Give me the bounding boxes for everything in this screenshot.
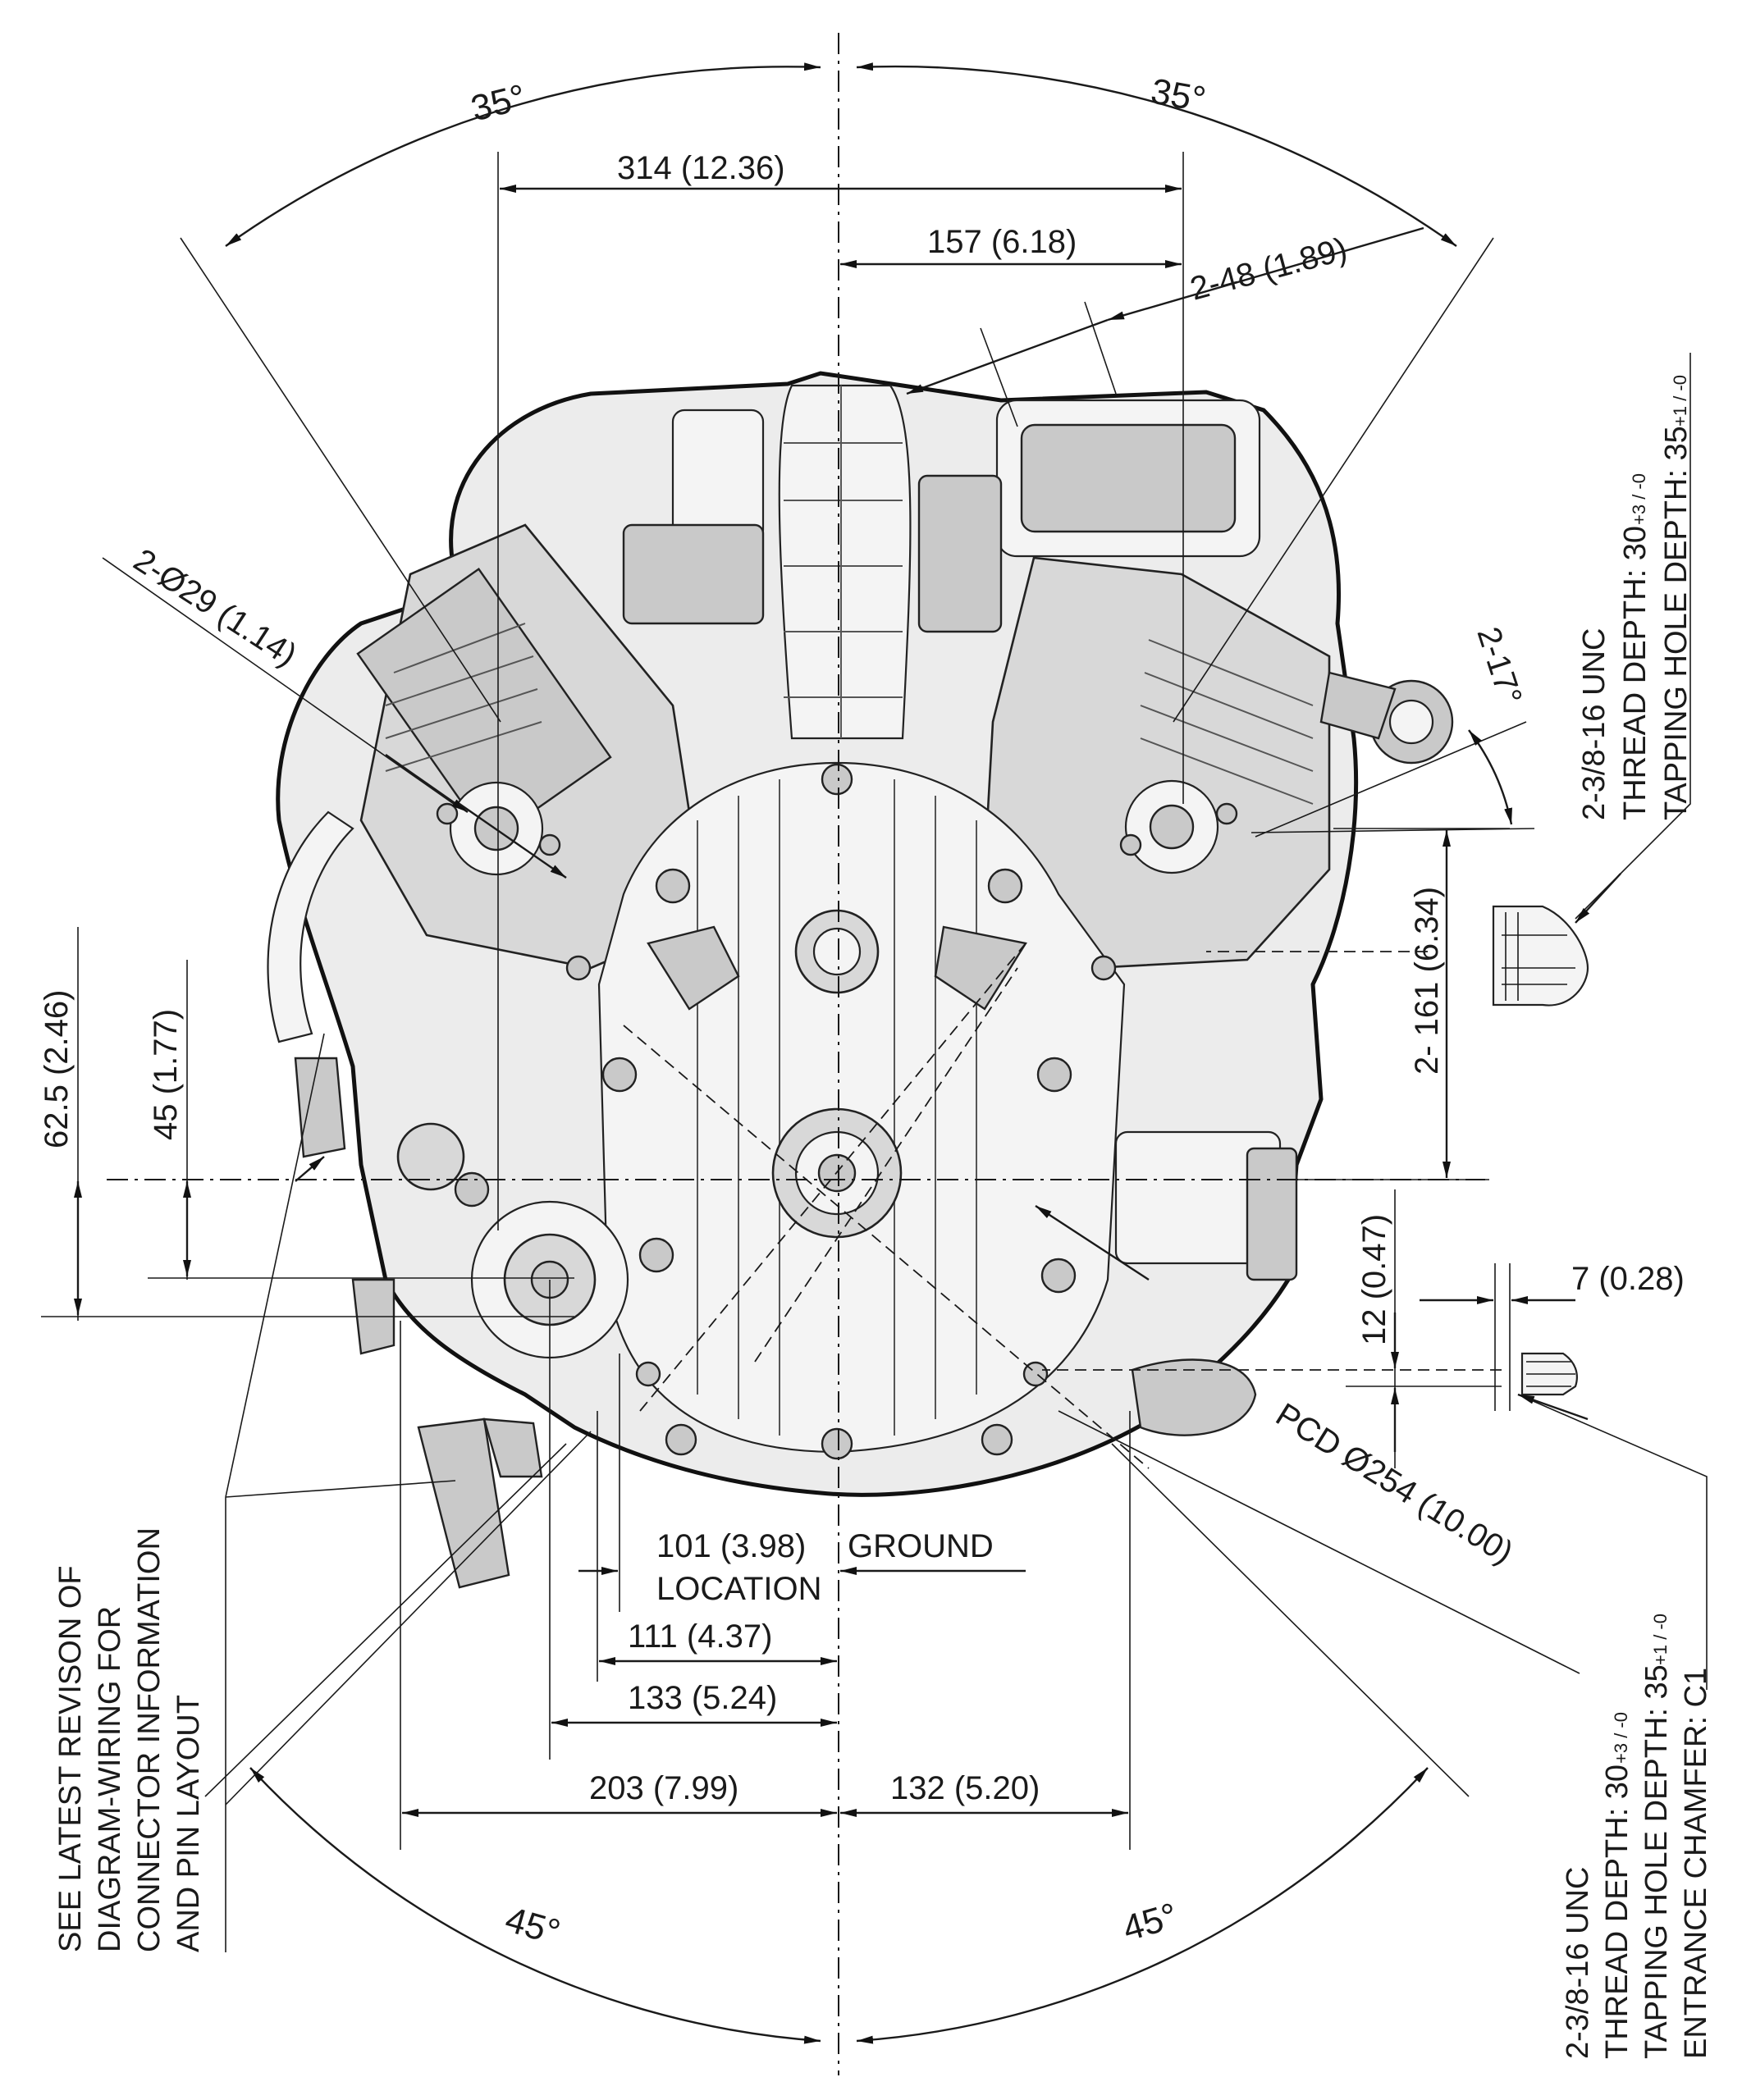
dim-2-17-label: 2-17°: [1470, 623, 1529, 709]
dim-133-label: 133 (5.24): [628, 1680, 777, 1716]
dim-2-161-label: 2- 161 (6.34): [1409, 887, 1445, 1075]
top-angle-arc: 35° 35°: [180, 62, 1494, 723]
thread-top-line3: TAPPING HOLE DEPTH: 35: [1659, 426, 1694, 820]
dimension-157: 157 (6.18): [840, 224, 1182, 268]
thread-detail-bottom: [1517, 1352, 1708, 1690]
thread-top-line3-tol: +1 / -0: [1670, 375, 1690, 427]
thread-top-line2-tol: +3 / -0: [1629, 473, 1649, 525]
ground-label-1: GROUND: [848, 1528, 994, 1564]
thread-top-line2: THREAD DEPTH: 30: [1618, 526, 1653, 820]
dim-45-label: 45 (1.77): [148, 1009, 184, 1140]
dimension-ground-101: 101 (3.98) GROUND LOCATION: [578, 1354, 1026, 1612]
bottom-angle-arc: 45° 45°: [204, 1443, 1470, 2044]
dim-2-029-label: 2-Ø29 (1.14): [127, 542, 303, 673]
thread-bottom-line4: ENTRANCE CHAMFER: C1: [1679, 1668, 1713, 2059]
dimension-62-5: 62.5 (2.46): [39, 927, 574, 1321]
right-fittings: [1114, 671, 1454, 1436]
wiring-note: SEE LATEST REVISON OF DIAGRAM-WIRING FOR…: [53, 1527, 206, 1952]
dimension-45: 45 (1.77): [148, 960, 574, 1280]
left-cylinder: [356, 523, 707, 970]
wiring-note-line1: SEE LATEST REVISON OF: [53, 1565, 88, 1952]
left-hose: [267, 810, 354, 1043]
thread-detail-top: [1492, 353, 1691, 1007]
thread-top-line1: 2-3/8-16 UNC: [1577, 628, 1612, 820]
dim-157-label: 157 (6.18): [927, 224, 1077, 260]
dimension-12: 12 (0.47): [1346, 1189, 1502, 1468]
thread-bottom-line1: 2-3/8-16 UNC: [1561, 1867, 1595, 2059]
dim-203-label: 203 (7.99): [589, 1770, 738, 1806]
intake-components: [622, 409, 1003, 633]
dim-314-label: 314 (12.36): [617, 150, 785, 186]
center-lines: [107, 33, 1502, 2075]
dim-62-5-label: 62.5 (2.46): [39, 990, 75, 1148]
thread-note-bottom: 2-3/8-16 UNC THREAD DEPTH: 30 +3 / -0 TA…: [1561, 1614, 1713, 2059]
thread-bottom-line3-tol: +1 / -0: [1650, 1614, 1671, 1665]
wiring-note-line4: AND PIN LAYOUT: [171, 1695, 206, 1952]
dimension-111: 111 (4.37): [597, 1411, 837, 1682]
dim-12-label: 12 (0.47): [1356, 1214, 1392, 1345]
crankcase-cover: [565, 761, 1126, 1460]
angle-bottom-left: 45°: [501, 1899, 564, 1952]
dim-132-label: 132 (5.20): [890, 1770, 1040, 1806]
air-intake: [778, 384, 912, 740]
thread-bottom-line2-tol: +3 / -0: [1611, 1712, 1631, 1764]
angle-bottom-right: 45°: [1118, 1896, 1182, 1949]
dimension-314: 314 (12.36): [497, 150, 1184, 1230]
wiring-note-line2: DIAGRAM-WIRING FOR: [93, 1606, 127, 1952]
angle-top-left: 35°: [467, 77, 529, 130]
dim-2-48-label: 2-48 (1.89): [1186, 231, 1351, 308]
dim-111-label: 111 (4.37): [628, 1618, 772, 1655]
thread-bottom-line2: THREAD DEPTH: 30: [1600, 1764, 1635, 2059]
angle-top-right: 35°: [1148, 71, 1209, 121]
right-cylinder: [983, 556, 1331, 970]
dim-7-label: 7 (0.28): [1571, 1261, 1685, 1297]
dim-101-label: 101 (3.98): [656, 1528, 806, 1564]
thread-note-top: 2-3/8-16 UNC THREAD DEPTH: 30 +3 / -0 TA…: [1577, 375, 1694, 820]
wiring-note-line3: CONNECTOR INFORMATION: [132, 1527, 167, 1952]
thread-bottom-line3: TAPPING HOLE DEPTH: 35: [1639, 1664, 1674, 2059]
dimension-133: 133 (5.24): [549, 1280, 837, 1760]
ground-label-2: LOCATION: [656, 1571, 822, 1607]
dimension-7: 7 (0.28): [1420, 1261, 1685, 1411]
dimension-2-161: 2- 161 (6.34): [1296, 828, 1510, 1180]
filter-housing: [995, 399, 1261, 558]
wiring-leader: [225, 1033, 592, 1952]
